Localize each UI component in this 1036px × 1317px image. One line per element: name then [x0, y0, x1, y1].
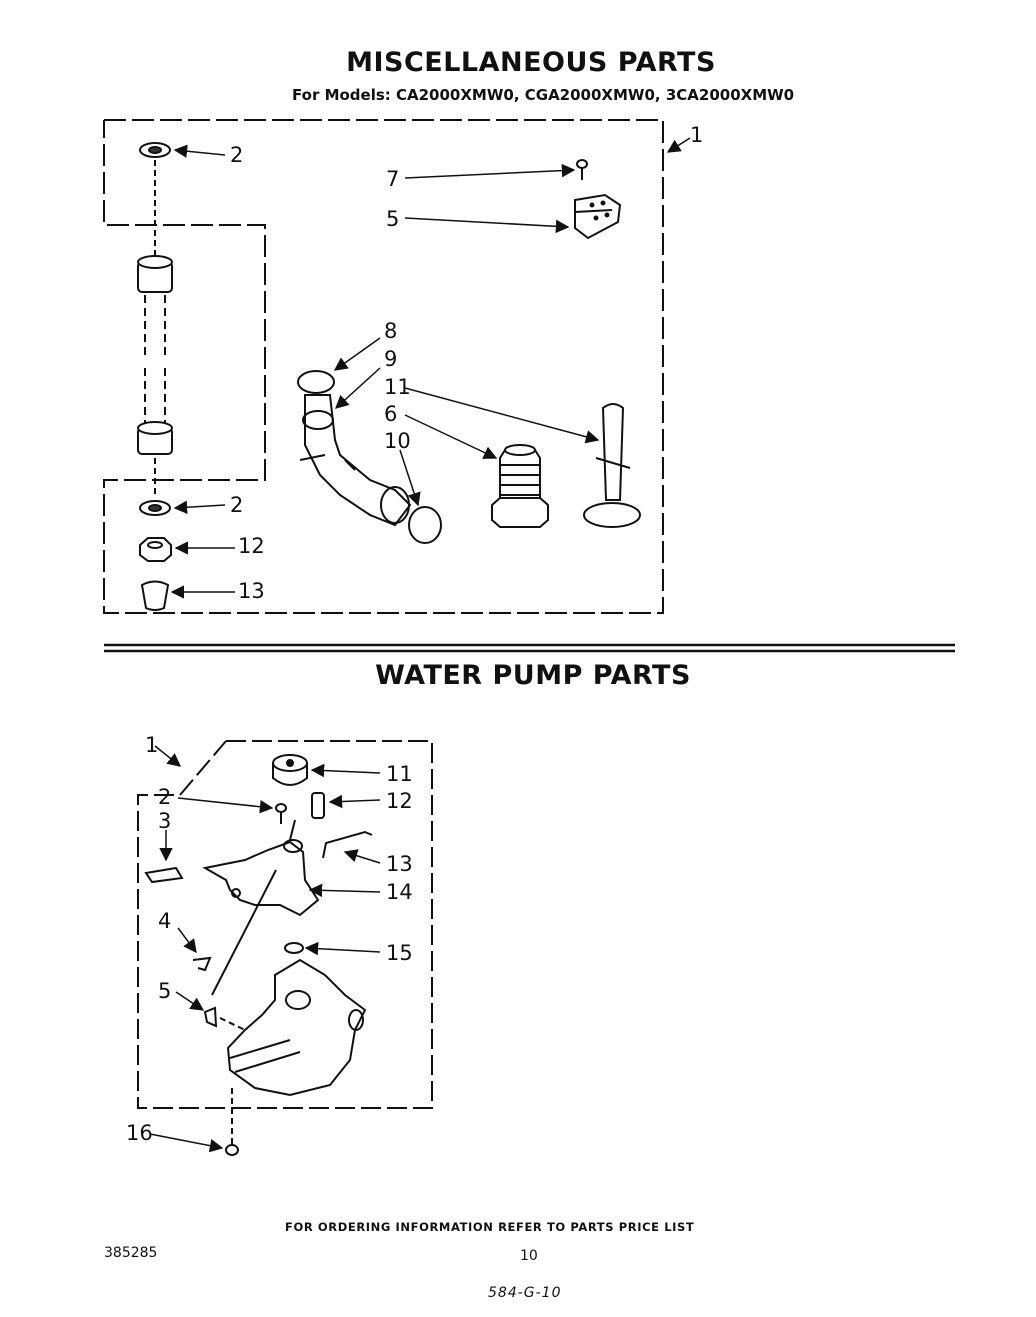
pump-callout-labels: 1 2 3 4 5 11 12 13 14 15 16	[126, 733, 413, 1145]
stand-tool	[583, 403, 641, 528]
pump-callout-14: 14	[386, 880, 413, 904]
misc-callout-11: 11	[384, 375, 411, 399]
shaft-assembly	[137, 142, 173, 611]
misc-callout-labels: 1 2 7 5 8 9 11 6 10 2 12 13	[230, 123, 703, 603]
pump-callout-13: 13	[386, 852, 413, 876]
pump-parts	[144, 754, 373, 1156]
misc-callout-13: 13	[238, 579, 265, 603]
misc-callout-6: 6	[384, 402, 397, 426]
misc-callout-7: 7	[386, 167, 399, 191]
screw-and-bracket	[574, 159, 622, 240]
pump-callout-1: 1	[145, 733, 158, 757]
misc-title: MISCELLANEOUS PARTS	[346, 47, 716, 78]
hose-assembly	[297, 370, 442, 544]
pump-callout-2: 2	[158, 785, 171, 809]
misc-callout-1: 1	[690, 123, 703, 147]
handwritten-code: 584-G-10	[488, 1285, 562, 1301]
models-line: For Models: CA2000XMW0, CGA2000XMW0, 3CA…	[292, 86, 795, 104]
pump-callout-16: 16	[126, 1121, 153, 1145]
pump-boundary	[137, 740, 433, 1109]
misc-callout-8: 8	[384, 319, 397, 343]
pump-callout-3: 3	[158, 809, 171, 833]
misc-callout-2a: 2	[230, 143, 243, 167]
misc-callout-5: 5	[386, 207, 399, 231]
ordering-note: FOR ORDERING INFORMATION REFER TO PARTS …	[285, 1220, 695, 1234]
doc-number: 385285	[104, 1245, 158, 1261]
pump-callout-11: 11	[386, 762, 413, 786]
pump-callout-15: 15	[386, 941, 413, 965]
page-number: 10	[520, 1248, 538, 1264]
pump-callout-12: 12	[386, 789, 413, 813]
pump-callout-4: 4	[158, 909, 171, 933]
pump-title: WATER PUMP PARTS	[375, 660, 691, 691]
misc-callout-9: 9	[384, 347, 397, 371]
misc-callout-12: 12	[238, 534, 265, 558]
misc-callout-2b: 2	[230, 493, 243, 517]
misc-callout-10: 10	[384, 429, 411, 453]
pump-callout-5: 5	[158, 979, 171, 1003]
valve-part	[491, 444, 549, 528]
section-divider	[104, 643, 955, 653]
misc-boundary	[103, 119, 664, 614]
